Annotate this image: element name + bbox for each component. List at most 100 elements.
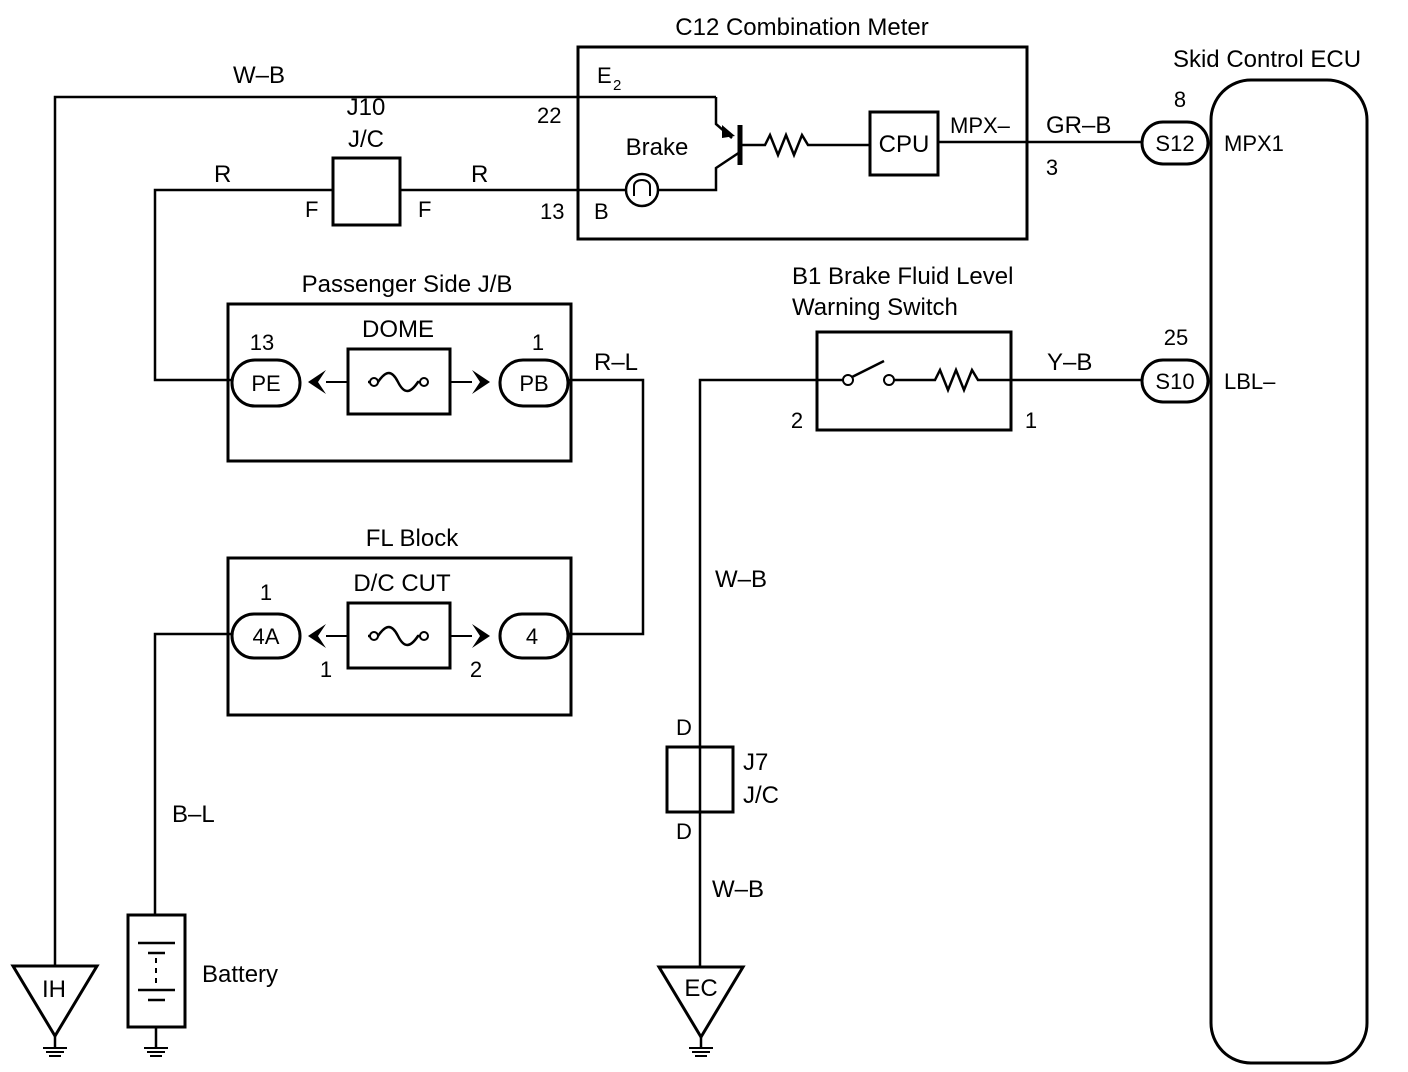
skid-control-ecu-box <box>1209 78 1369 1065</box>
brake-lamp-filament-icon <box>633 179 651 196</box>
skid-control-ecu: Skid Control ECU S12 8 MPX1 3 S10 25 LBL… <box>1046 46 1369 1065</box>
j10-jc-label: J/C <box>348 126 384 153</box>
passenger-jb-box <box>226 302 573 463</box>
terminal-8: 8 <box>1174 87 1186 112</box>
terminal-1-jb: 1 <box>532 330 544 355</box>
connector-pb <box>498 358 570 408</box>
j10-terminal-f-left: F <box>305 197 318 222</box>
connector-4 <box>498 612 570 660</box>
dc-cut-fuse-label: D/C CUT <box>353 570 451 597</box>
wire-r-l <box>568 378 645 636</box>
wire-w-b-ec <box>698 378 843 747</box>
wire-label-w-b-low: W–B <box>712 876 764 903</box>
j7-label: J7 <box>743 749 768 776</box>
connector-s10-label: S10 <box>1155 369 1194 394</box>
chevron-right-icon <box>472 624 490 648</box>
terminal-mpx-meter: MPX– <box>950 113 1011 138</box>
chevron-right-icon <box>472 370 490 394</box>
brake-lamp-icon <box>624 172 660 208</box>
battery-label: Battery <box>202 961 278 988</box>
brake-fluid-switch-title-line2: Warning Switch <box>792 294 958 321</box>
ground-ih-label: IH <box>42 976 66 1003</box>
terminal-13-meter: 13 <box>540 199 564 224</box>
terminal-e2: E <box>597 63 612 88</box>
cpu-label: CPU <box>879 131 930 158</box>
terminal-b: B <box>594 199 609 224</box>
wire-label-w-b-mid: W–B <box>715 566 767 593</box>
switch-contact-icon <box>842 374 854 386</box>
dome-fuse-label: DOME <box>362 316 434 343</box>
ground-ih: IH <box>10 964 100 1057</box>
fuse-terminal-icon <box>419 377 429 387</box>
switch-terminal-2: 2 <box>791 408 803 433</box>
terminal-13-jb: 13 <box>250 330 274 355</box>
wire-label-r-left: R <box>214 161 231 188</box>
terminal-25: 25 <box>1164 325 1188 350</box>
j10-junction-connector: J10 J/C F F <box>305 94 431 227</box>
fuse-icon <box>368 625 428 647</box>
switch-blade-icon <box>851 359 885 379</box>
chevron-left-icon <box>308 370 326 394</box>
j10-box <box>331 156 402 227</box>
skid-control-ecu-title: Skid Control ECU <box>1173 46 1361 73</box>
transistor-arrow-icon <box>722 125 735 138</box>
chevron-left-icon <box>308 624 326 648</box>
fuse-terminal-icon <box>369 377 379 387</box>
brake-fluid-level-switch: B1 Brake Fluid Level Warning Switch 2 1 <box>791 263 1037 433</box>
brake-fluid-switch-box <box>815 330 1013 432</box>
combination-meter: C12 Combination Meter Brake CPU E 2 22 1… <box>537 14 1029 241</box>
terminal-2-fl-bottom: 2 <box>470 657 482 682</box>
connector-4a <box>230 612 302 660</box>
j7-terminal-d-bottom: D <box>676 819 692 844</box>
connector-s12-label: S12 <box>1155 131 1194 156</box>
connector-s12 <box>1140 120 1210 166</box>
ground-ec-triangle <box>656 965 746 1040</box>
fl-block-box <box>226 556 573 717</box>
terminal-22: 22 <box>537 103 561 128</box>
wires <box>53 95 1142 967</box>
j7-jc-label: J/C <box>743 782 779 809</box>
connector-pb-label: PB <box>519 371 548 396</box>
switch-terminal-1: 1 <box>1025 408 1037 433</box>
wire-w-b-ih <box>53 95 716 965</box>
terminal-1-fl-bottom: 1 <box>320 657 332 682</box>
connector-4a-label: 4A <box>253 624 280 649</box>
wire-labels: W–B R R GR–B R–L Y–B W–B W–B B–L <box>172 62 1111 903</box>
terminal-lbl: LBL– <box>1224 369 1276 394</box>
connector-pe-label: PE <box>251 371 280 396</box>
fuse-terminal-icon <box>419 631 429 641</box>
meter-resistor-icon <box>740 131 870 159</box>
cpu-box <box>868 110 940 177</box>
wire-label-gr-b: GR–B <box>1046 112 1111 139</box>
passenger-jb-title: Passenger Side J/B <box>302 271 513 298</box>
connector-pe <box>230 358 302 408</box>
fl-block: FL Block 4A 1 4 D/C CUT 1 2 <box>226 525 573 717</box>
terminal-3: 3 <box>1046 155 1058 180</box>
connector-s10 <box>1140 358 1210 404</box>
wire-label-y-b: Y–B <box>1047 349 1092 376</box>
switch-resistor-icon <box>894 366 985 394</box>
terminal-1-fl-top: 1 <box>260 580 272 605</box>
switch-contact-icon <box>883 374 895 386</box>
transistor-emitter-wire <box>658 150 741 192</box>
brake-lamp-label: Brake <box>626 134 689 161</box>
connector-4-label: 4 <box>526 624 538 649</box>
fuse-terminal-icon <box>369 631 379 641</box>
wire-label-r-l: R–L <box>594 349 638 376</box>
combination-meter-title: C12 Combination Meter <box>675 14 928 41</box>
j7-junction-connector: J7 J/C D D <box>665 715 779 844</box>
fl-block-title: FL Block <box>366 525 459 552</box>
j10-label: J10 <box>347 94 386 121</box>
passenger-side-jb: Passenger Side J/B PE 13 PB 1 DOME <box>226 271 573 463</box>
ground-ec-label: EC <box>684 975 717 1002</box>
fuse-icon <box>368 371 428 393</box>
ground-ec: EC <box>656 965 746 1057</box>
wire-label-w-b-top: W–B <box>233 62 285 89</box>
j7-terminal-d-top: D <box>676 715 692 740</box>
combination-meter-box <box>576 45 1029 241</box>
battery: Battery <box>126 913 278 1057</box>
wire-label-r-right: R <box>471 161 488 188</box>
ground-ih-triangle <box>10 964 100 1039</box>
j10-terminal-f-right: F <box>418 197 431 222</box>
